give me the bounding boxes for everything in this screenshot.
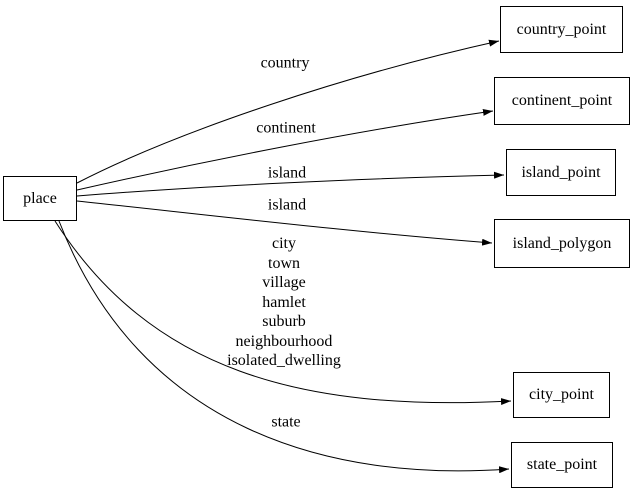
edge-place-island-point xyxy=(76,171,505,197)
edge-label-island-polygon: island xyxy=(267,196,307,214)
edge-label-continent: continent xyxy=(256,119,316,137)
edge-place-country-point xyxy=(76,39,500,184)
edge-place-city-point xyxy=(54,220,512,406)
edge-place-island-polygon xyxy=(76,200,493,246)
node-country-point: country_point xyxy=(500,6,623,53)
edge-label-state: state xyxy=(271,413,301,431)
node-city-point: city_point xyxy=(513,372,610,418)
edge-label-country: country xyxy=(260,54,310,72)
node-state-point: state_point xyxy=(511,442,613,488)
edge-place-continent-point xyxy=(76,108,494,191)
edge-label-city-types: city town village hamlet suburb neighbou… xyxy=(227,234,341,369)
node-island-point: island_point xyxy=(506,149,616,196)
edge-label-island-point: island xyxy=(267,164,307,182)
node-place: place xyxy=(3,176,77,221)
node-island-polygon: island_polygon xyxy=(494,219,630,268)
node-continent-point: continent_point xyxy=(494,77,630,125)
edge-place-state-point xyxy=(58,220,510,474)
